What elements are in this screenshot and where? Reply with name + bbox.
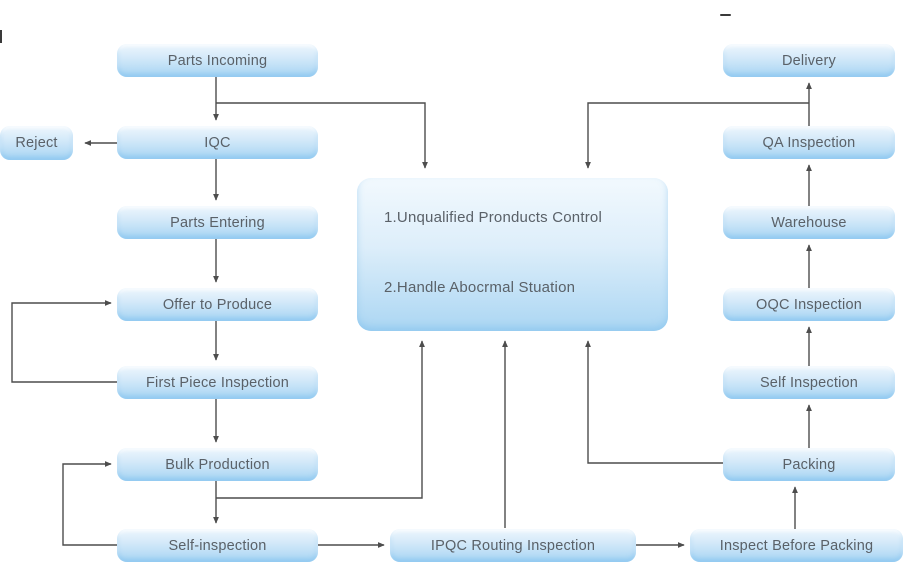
arrow-loop-first-piece-to-offer-to-produce xyxy=(11,300,117,383)
node-offer-to-produce: Offer to Produce xyxy=(117,288,318,321)
node-reject: Reject xyxy=(0,126,73,160)
left-edge-mark xyxy=(0,30,2,43)
node-oqc-inspection: OQC Inspection xyxy=(723,288,895,321)
stray-dash-mark xyxy=(720,14,731,16)
node-self-inspection-right: Self Inspection xyxy=(723,366,895,399)
node-first-piece-inspection: First Piece Inspection xyxy=(117,366,318,399)
node-packing: Packing xyxy=(723,448,895,481)
node-parts-entering: Parts Entering xyxy=(117,206,318,239)
center-box-line-1: 1.Unqualified Pronducts Control xyxy=(384,209,602,226)
node-self-inspection: Self-inspection xyxy=(117,529,318,562)
node-inspect-before-packing: Inspect Before Packing xyxy=(690,529,903,562)
node-bulk-production: Bulk Production xyxy=(117,448,318,481)
arrow-bulk-branch-to-center-box-bottom-left xyxy=(216,340,425,499)
node-delivery: Delivery xyxy=(723,44,895,77)
node-warehouse: Warehouse xyxy=(723,206,895,239)
node-qa-inspection: QA Inspection xyxy=(723,126,895,159)
arrow-qa-branch-to-center-box-top-right xyxy=(585,102,809,169)
node-unqualified-products-control: 1.Unqualified Pronducts Control 2.Handle… xyxy=(357,178,668,331)
center-box-line-2: 2.Handle Abocrmal Stuation xyxy=(384,279,576,296)
node-iqc: IQC xyxy=(117,126,318,159)
arrow-iqc-branch-to-center-box-top-left xyxy=(216,102,428,169)
arrow-loop-self-inspection-to-bulk-production xyxy=(62,461,117,546)
node-parts-incoming: Parts Incoming xyxy=(117,44,318,77)
arrow-packing-branch-to-center-box-bottom-right xyxy=(585,340,723,464)
node-ipqc-routing-inspection: IPQC Routing Inspection xyxy=(390,529,636,562)
